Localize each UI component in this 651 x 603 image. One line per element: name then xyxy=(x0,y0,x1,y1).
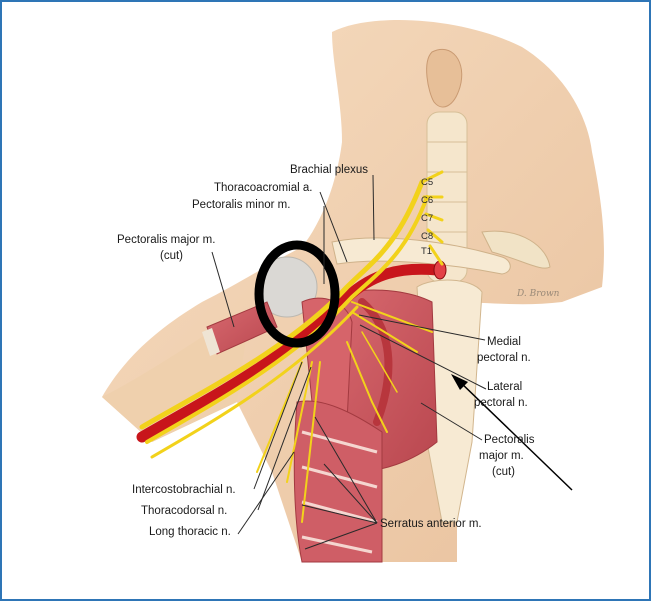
vertebra-label-c8: C8 xyxy=(421,231,433,242)
vertebra-label-c6: C6 xyxy=(421,195,433,206)
vertebra-label-c7: C7 xyxy=(421,213,433,224)
label-lateral-pectoral-2: pectoral n. xyxy=(474,397,528,409)
label-thoracodorsal: Thoracodorsal n. xyxy=(141,505,227,517)
label-long-thoracic: Long thoracic n. xyxy=(149,526,231,538)
label-lateral-pectoral-1: Lateral xyxy=(487,381,522,393)
label-medial-pectoral-1: Medial xyxy=(487,336,521,348)
label-serratus-anterior: Serratus anterior m. xyxy=(380,518,482,530)
label-pectoralis-major-right-2: major m. xyxy=(479,450,524,462)
label-intercostobrachial: Intercostobrachial n. xyxy=(132,484,236,496)
label-thoracoacromial: Thoracoacromial a. xyxy=(214,182,312,194)
label-pectoralis-major-left-1: Pectoralis major m. xyxy=(117,234,215,246)
vertebra-label-t1: T1 xyxy=(421,246,432,257)
artist-signature: D. Brown xyxy=(516,289,560,299)
label-pectoralis-major-right-1: Pectoralis xyxy=(484,434,535,446)
label-brachial-plexus: Brachial plexus xyxy=(290,164,368,176)
label-pectoralis-major-right-3: (cut) xyxy=(492,466,515,478)
label-pectoralis-major-left-2: (cut) xyxy=(160,250,183,262)
label-pectoralis-minor: Pectoralis minor m. xyxy=(192,199,290,211)
vertebra-label-c5: C5 xyxy=(421,177,433,188)
label-medial-pectoral-2: pectoral n. xyxy=(477,352,531,364)
